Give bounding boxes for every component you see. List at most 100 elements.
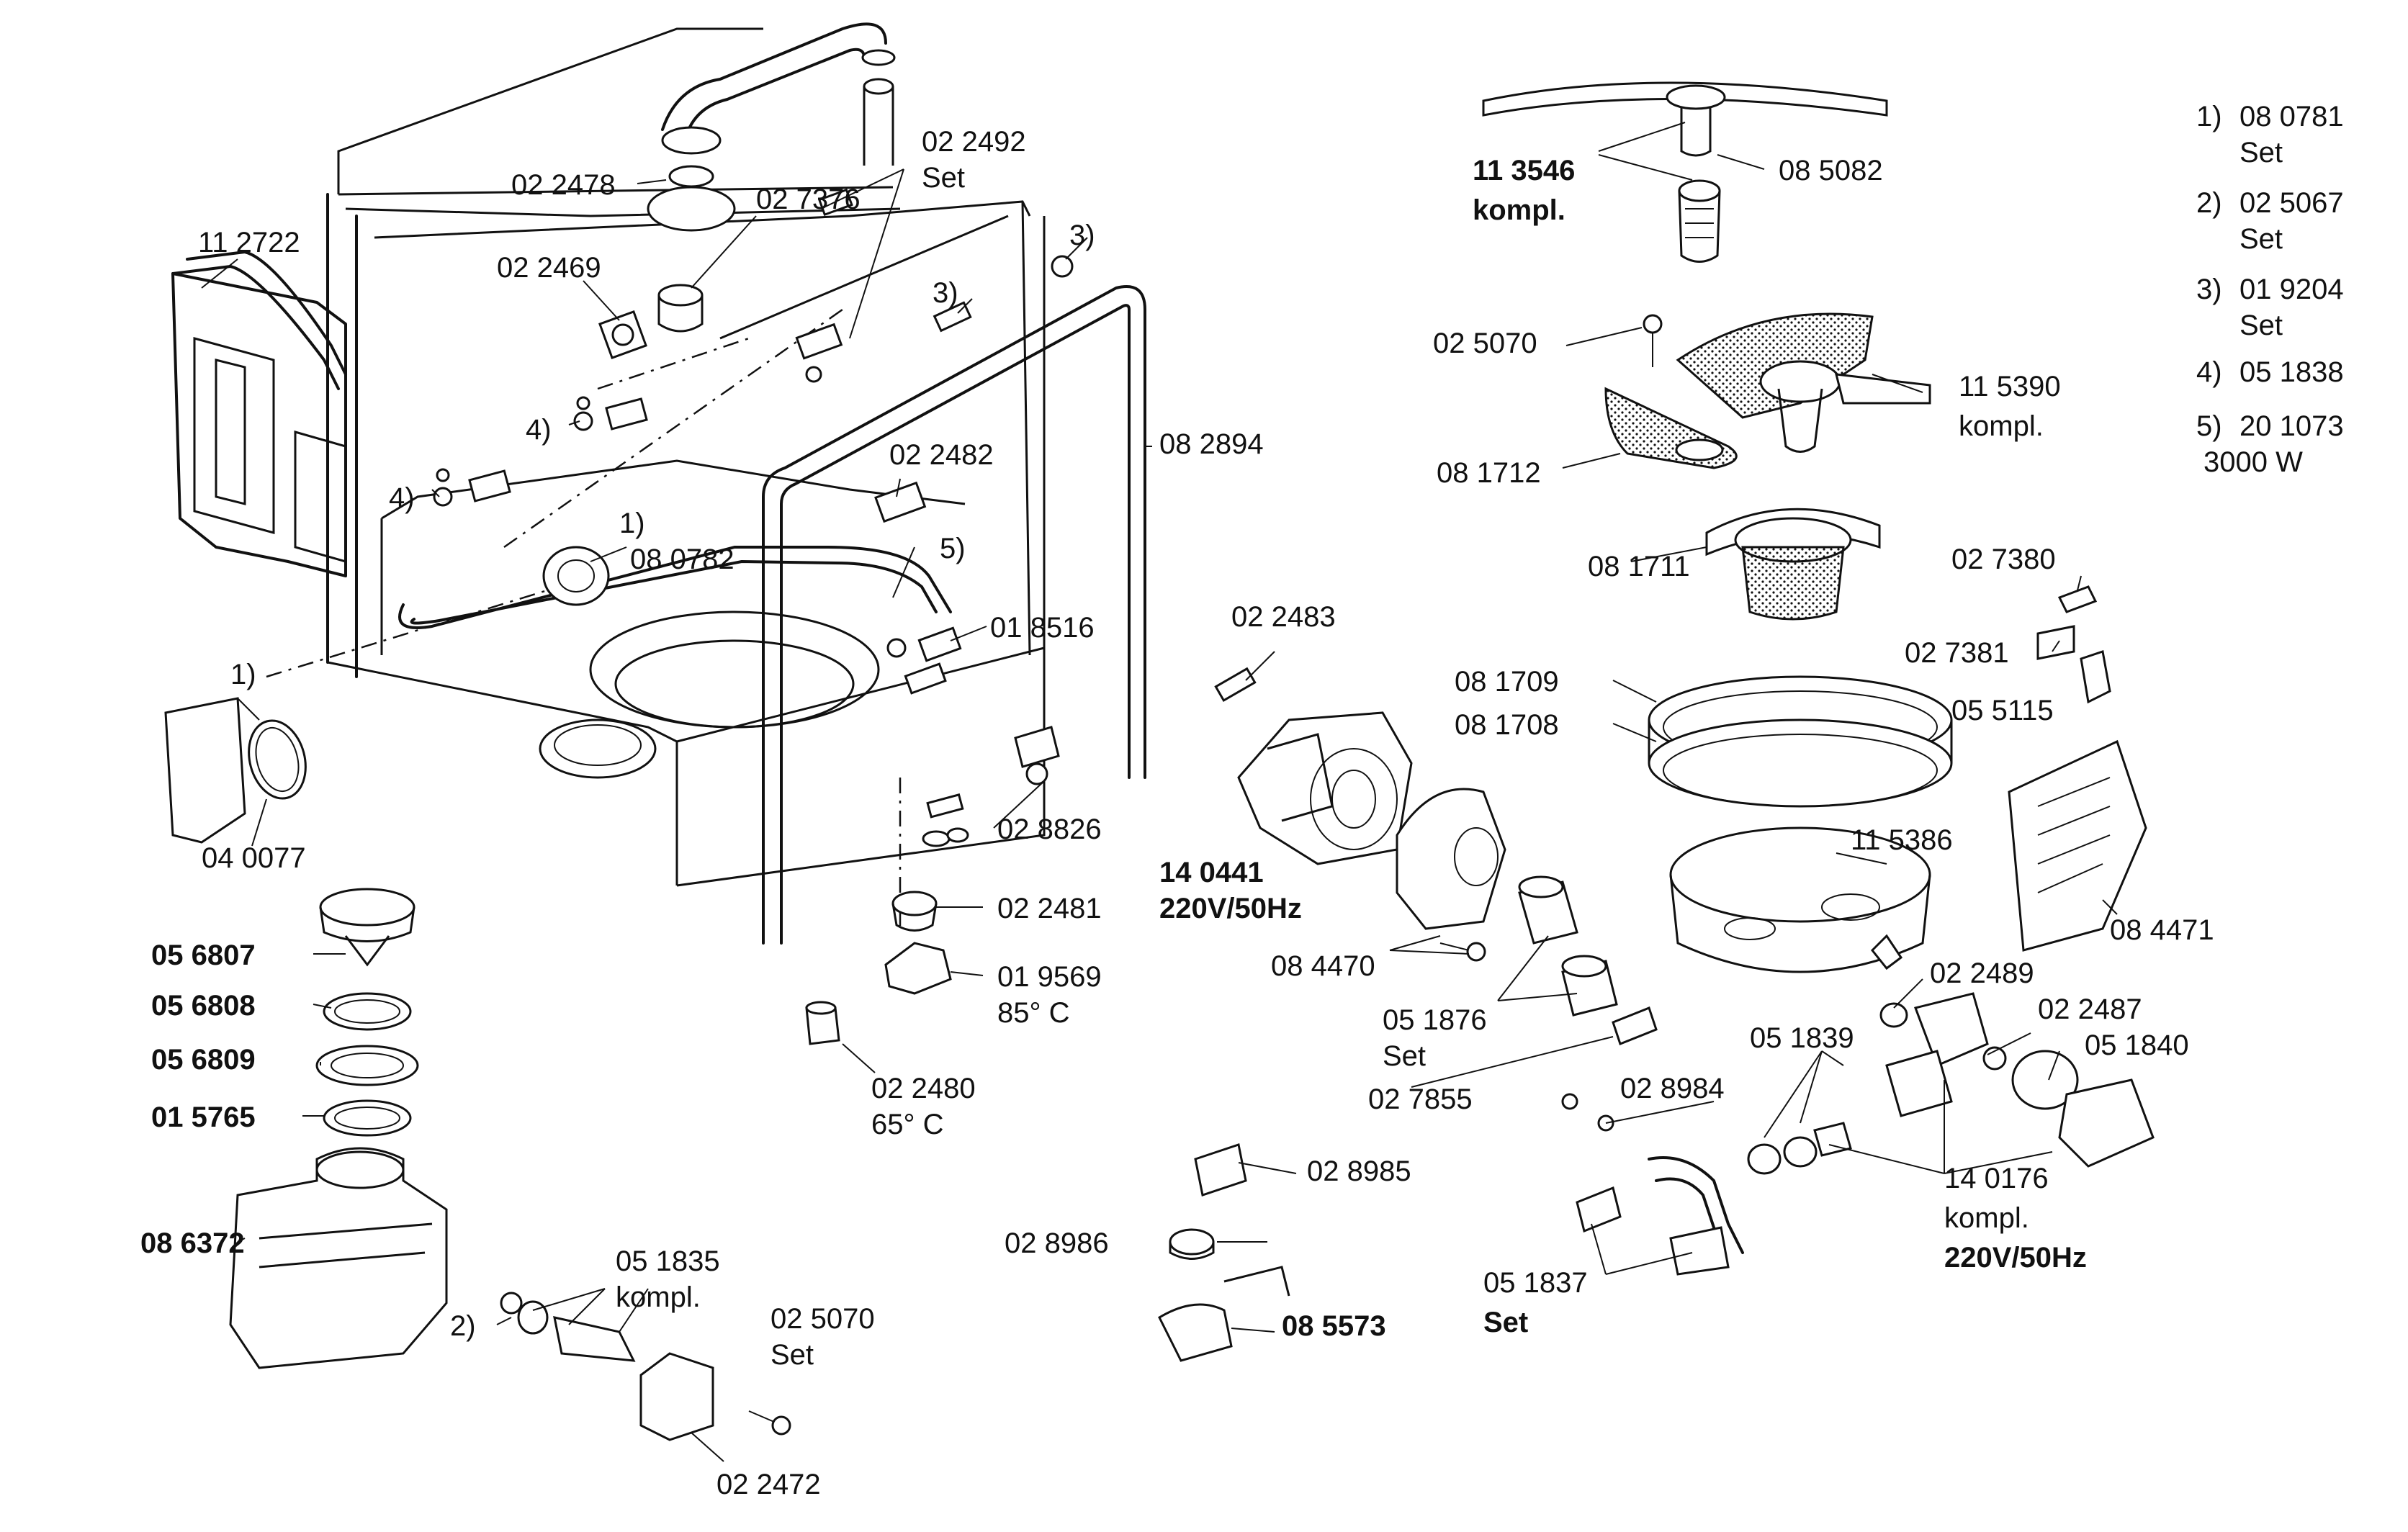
callout-027381: 02 7381 bbox=[1905, 637, 2009, 669]
callout-082894: 08 2894 bbox=[1159, 428, 1264, 460]
callout-051835-kompl: kompl. bbox=[616, 1281, 701, 1313]
part-040077-drawing bbox=[164, 697, 307, 844]
callout-113546: 11 3546 bbox=[1473, 155, 1575, 186]
legend-key-1: 1) bbox=[2196, 101, 2222, 132]
callout-051835: 05 1835 bbox=[616, 1245, 720, 1277]
callout-022483: 02 2483 bbox=[1231, 601, 1336, 633]
callout-080782: 08 0782 bbox=[630, 544, 734, 575]
callout-084471: 08 4471 bbox=[2110, 914, 2214, 946]
callout-086372: 08 6372 bbox=[140, 1227, 245, 1259]
callout-019569-temp: 85° C bbox=[997, 997, 1070, 1029]
legend-key-5: 5) bbox=[2196, 410, 2222, 442]
callout-022492-set: Set bbox=[922, 162, 965, 194]
legend-part-2: 02 5067 bbox=[2239, 187, 2344, 219]
legend-part-1: 08 0781 bbox=[2239, 101, 2344, 132]
callout-056809: 05 6809 bbox=[151, 1044, 256, 1076]
callout-022469: 02 2469 bbox=[497, 252, 601, 284]
callout-085082: 08 5082 bbox=[1779, 155, 1883, 186]
callout-022478: 02 2478 bbox=[511, 169, 616, 201]
callout-022480-temp: 65° C bbox=[871, 1109, 944, 1140]
callout-051876: 05 1876 bbox=[1383, 1004, 1487, 1036]
callout-022480: 02 2480 bbox=[871, 1073, 976, 1104]
callout-140441: 14 0441 bbox=[1159, 857, 1264, 888]
callout-022492: 02 2492 bbox=[922, 126, 1026, 158]
filter-parts-drawing bbox=[1604, 312, 1953, 973]
part-051835-drawing bbox=[500, 1292, 791, 1441]
callout-1b: 1) bbox=[230, 659, 256, 690]
callout-084470: 08 4470 bbox=[1271, 950, 1375, 982]
leader-lines bbox=[201, 122, 2118, 1462]
callout-081708: 08 1708 bbox=[1455, 709, 1559, 741]
callout-025070b-set: Set bbox=[771, 1339, 814, 1371]
callout-labels: 11 2722 02 2478 02 2469 02 7376 02 2492 … bbox=[140, 126, 2214, 1500]
callout-115390-kompl: kompl. bbox=[1959, 410, 2044, 442]
callout-019569: 01 9569 bbox=[997, 961, 1102, 993]
legend-note-5: 3000 W bbox=[2203, 446, 2303, 478]
legend-key-4: 4) bbox=[2196, 356, 2222, 388]
callout-113546-kompl: kompl. bbox=[1473, 194, 1565, 226]
legend-note-2: Set bbox=[2239, 223, 2283, 255]
callout-022481: 02 2481 bbox=[997, 893, 1102, 924]
callout-022482: 02 2482 bbox=[889, 439, 994, 471]
legend-key-2: 2) bbox=[2196, 187, 2222, 219]
callout-140176-voltage: 220V/50Hz bbox=[1944, 1242, 2087, 1274]
callout-051837-set: Set bbox=[1483, 1307, 1528, 1338]
callout-140176: 14 0176 bbox=[1944, 1163, 2049, 1194]
callout-028986: 02 8986 bbox=[1005, 1227, 1109, 1259]
part-112722-drawing bbox=[171, 251, 347, 577]
callout-027855: 02 7855 bbox=[1368, 1083, 1473, 1115]
callout-112722: 11 2722 bbox=[198, 227, 300, 258]
callout-018516: 01 8516 bbox=[990, 612, 1095, 644]
callout-081709: 08 1709 bbox=[1455, 666, 1559, 698]
callout-028826: 02 8826 bbox=[997, 814, 1102, 845]
callout-5: 5) bbox=[940, 533, 966, 564]
callout-2: 2) bbox=[450, 1310, 476, 1342]
callout-140176-kompl: kompl. bbox=[1944, 1202, 2029, 1234]
callout-4b: 4) bbox=[389, 482, 415, 514]
callout-027376: 02 7376 bbox=[756, 184, 861, 215]
parts-legend: 1) 08 0781 Set 2) 02 5067 Set 3) 01 9204… bbox=[2196, 101, 2344, 478]
callout-3a: 3) bbox=[1069, 220, 1095, 251]
callout-056808: 05 6808 bbox=[151, 990, 256, 1022]
callout-115386: 11 5386 bbox=[1851, 824, 1953, 856]
callout-028985: 02 8985 bbox=[1307, 1155, 1411, 1187]
callout-051840: 05 1840 bbox=[2085, 1029, 2189, 1061]
callout-040077: 04 0077 bbox=[202, 842, 306, 874]
salt-container-drawing bbox=[229, 888, 448, 1369]
callout-081712: 08 1712 bbox=[1437, 457, 1541, 489]
float-parts-drawing bbox=[1158, 1143, 1290, 1362]
callout-3b: 3) bbox=[933, 277, 958, 309]
callout-022487: 02 2487 bbox=[2038, 993, 2142, 1025]
legend-part-5: 20 1073 bbox=[2239, 410, 2344, 442]
callout-085573: 08 5573 bbox=[1282, 1310, 1386, 1342]
callout-022489: 02 2489 bbox=[1930, 958, 2034, 989]
callout-015765: 01 5765 bbox=[151, 1101, 256, 1133]
legend-note-3: Set bbox=[2239, 310, 2283, 341]
callout-051876-set: Set bbox=[1383, 1040, 1426, 1072]
callout-055115: 05 5115 bbox=[1951, 695, 2054, 726]
drain-pump-drawing bbox=[1561, 992, 2155, 1276]
legend-part-4: 05 1838 bbox=[2239, 356, 2344, 388]
callout-1a: 1) bbox=[619, 508, 645, 539]
legend-note-1: Set bbox=[2239, 137, 2283, 168]
tub-frame-drawing bbox=[266, 22, 1146, 945]
callout-025070: 02 5070 bbox=[1433, 328, 1537, 359]
callout-028984: 02 8984 bbox=[1620, 1073, 1725, 1104]
callout-051837: 05 1837 bbox=[1483, 1267, 1588, 1299]
legend-part-3: 01 9204 bbox=[2239, 274, 2344, 305]
callout-051839: 05 1839 bbox=[1750, 1022, 1854, 1054]
callout-4a: 4) bbox=[526, 414, 552, 446]
callout-056807: 05 6807 bbox=[151, 940, 256, 971]
callout-140441-voltage: 220V/50Hz bbox=[1159, 893, 1302, 924]
legend-key-3: 3) bbox=[2196, 274, 2222, 305]
callout-027380: 02 7380 bbox=[1951, 544, 2056, 575]
callout-025070b: 02 5070 bbox=[771, 1303, 875, 1335]
spray-arm-drawing bbox=[1482, 81, 1888, 263]
callout-081711: 08 1711 bbox=[1588, 551, 1690, 582]
callout-022472: 02 2472 bbox=[716, 1469, 821, 1500]
callout-115390: 11 5390 bbox=[1959, 371, 2061, 402]
lower-center-parts-drawing bbox=[805, 726, 1060, 1045]
motor-pump-drawing bbox=[1214, 667, 1658, 1045]
